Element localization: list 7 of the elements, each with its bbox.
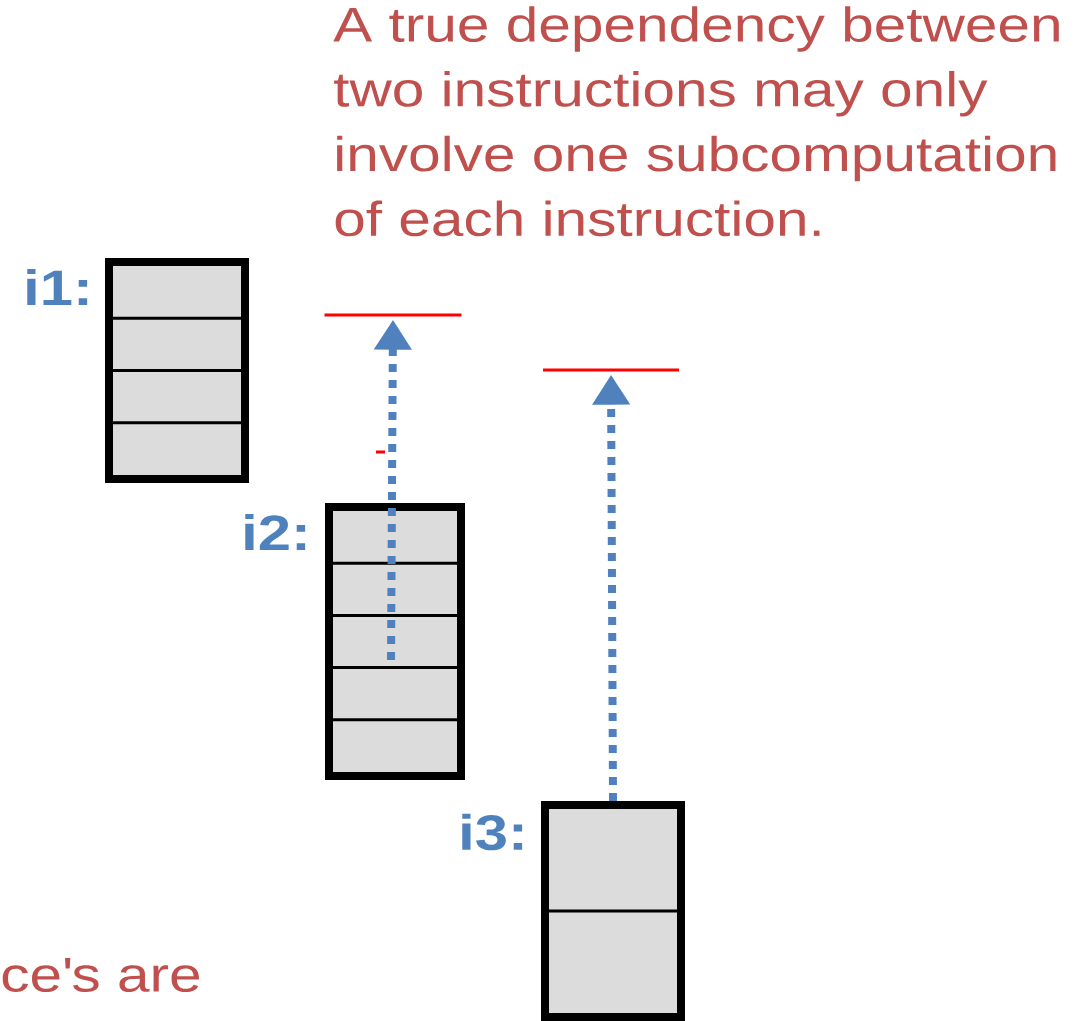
instruction-label: i1: — [27, 268, 88, 306]
limit-line — [324, 313, 462, 317]
note-text: A true dependency between two instructions may only involve one subcomputation of each instruction. — [333, 6, 1059, 237]
instruction-label: i2: — [245, 513, 306, 551]
limit-line — [543, 368, 679, 372]
note-text: ce's are — [2, 957, 199, 993]
instruction-label: i3: — [462, 813, 523, 851]
